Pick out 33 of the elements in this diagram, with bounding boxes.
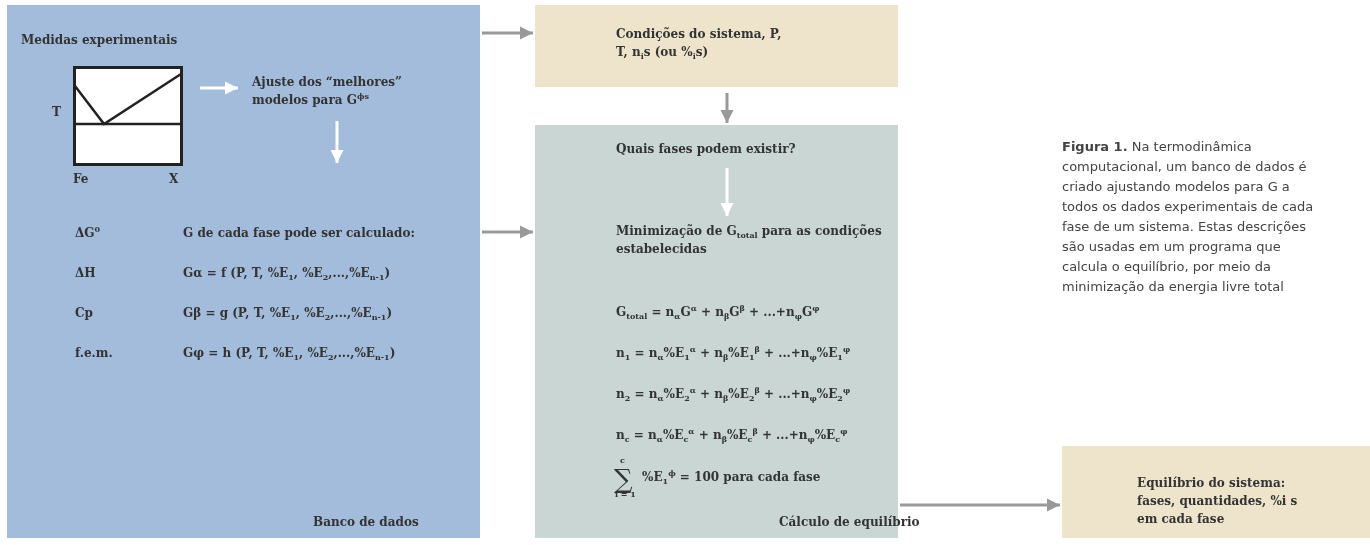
equation: %E$_{1}$$^{ϕ}$ = 100 para cada fase [642,468,821,486]
arrow [900,498,1060,512]
axis-label: Fe [73,171,89,188]
formula: Gφ = h (P, T, %E$_{1}$, %E$_{2}$,...,%E$_{n-1}$) [183,345,396,362]
arrow [330,121,344,163]
panel-title: Banco de dados [313,514,419,531]
minimization-text: Minimização de G$_{total}$ para as condições estabelecidas [616,223,883,258]
result-box [1062,446,1370,538]
formula-heading: G de cada fase pode ser calculado: [183,225,415,242]
quantity-label: f.e.m. [75,345,113,362]
arrow [200,81,238,95]
box-text: Equilíbrio do sistema: fases, quantidades, %i s em cada fase [1137,475,1299,528]
arrow [720,93,734,123]
arrow [720,168,734,216]
heading: Medidas experimentais [21,32,178,49]
figure-caption: Figura 1. Na termodinâmica computacional, um banco de dados é criado ajustando modelos para G a todos os dados experimentais de cada fase de um sistema. Estas descrições são usadas em um programa que calcula o equilíbrio, por meio da minimização da energia livre total [1062,138,1315,296]
quantity-label: ΔH [75,265,96,282]
axis-label: X [169,171,179,188]
conditions-box [535,5,898,87]
box-text: Condições do sistema, P, T, n$_{i}$s (ou %$_{i}$s) [616,26,783,61]
arrow [482,26,533,40]
quantity-label: ΔG$^{0}$ [75,224,101,242]
formula: Gβ = g (P, T, %E$_{1}$, %E$_{2}$,...,%E$_{n-1}$) [183,305,393,322]
sum-limit: c [620,455,625,465]
panel-title: Cálculo de equilíbrio [779,514,920,531]
arrow [482,225,533,239]
formula: Gα = f (P, T, %E$_{1}$, %E$_{2}$,...,%E$_{n-1}$) [183,265,391,282]
axis-label: T [52,104,61,121]
database-panel [7,5,480,538]
question-text: Quais fases podem existir? [616,141,797,158]
quantity-label: Cp [75,305,93,322]
equation: G$_{total}$ = n$_{α}$G$^{α}$ + n$_{β}$G$^{β}$ + ...+n$_{φ}$G$^{φ}$ [616,303,820,321]
fitting-text: Ajuste dos “melhores” modelos para G$^{ϕs}$ [252,74,403,109]
